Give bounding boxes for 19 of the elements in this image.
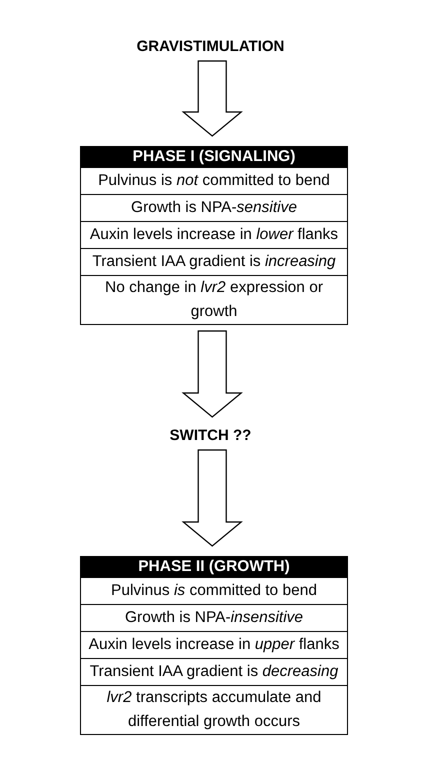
phase-table	[80, 146, 348, 325]
table-header: PHASE II (GROWTH)	[81, 556, 347, 578]
block-arrow	[182, 330, 243, 418]
table-row: Growth is NPA-insensitive	[81, 605, 347, 632]
table-row: Transient IAA gradient is increasing	[81, 249, 347, 276]
block-arrow	[182, 60, 243, 137]
stage-label: GRAVISTIMULATION	[136, 38, 284, 55]
table-row: Auxin levels increase in upper flanks	[81, 632, 347, 659]
stage-label: SWITCH ??	[170, 427, 252, 444]
block-arrow	[182, 449, 243, 547]
table-row: No change in lvr2 expression or growth	[81, 276, 347, 325]
table-row: Pulvinus is not committed to bend	[81, 168, 347, 195]
table-header: PHASE I (SIGNALING)	[81, 146, 347, 168]
table-row: Auxin levels increase in lower flanks	[81, 222, 347, 249]
table-row: lvr2 transcripts accumulate and differential growth occurs	[81, 686, 347, 735]
table-row: Pulvinus is committed to bend	[81, 578, 347, 605]
table-row: Transient IAA gradient is decreasing	[81, 659, 347, 686]
phase-table	[80, 556, 348, 735]
table-row: Growth is NPA-sensitive	[81, 195, 347, 222]
